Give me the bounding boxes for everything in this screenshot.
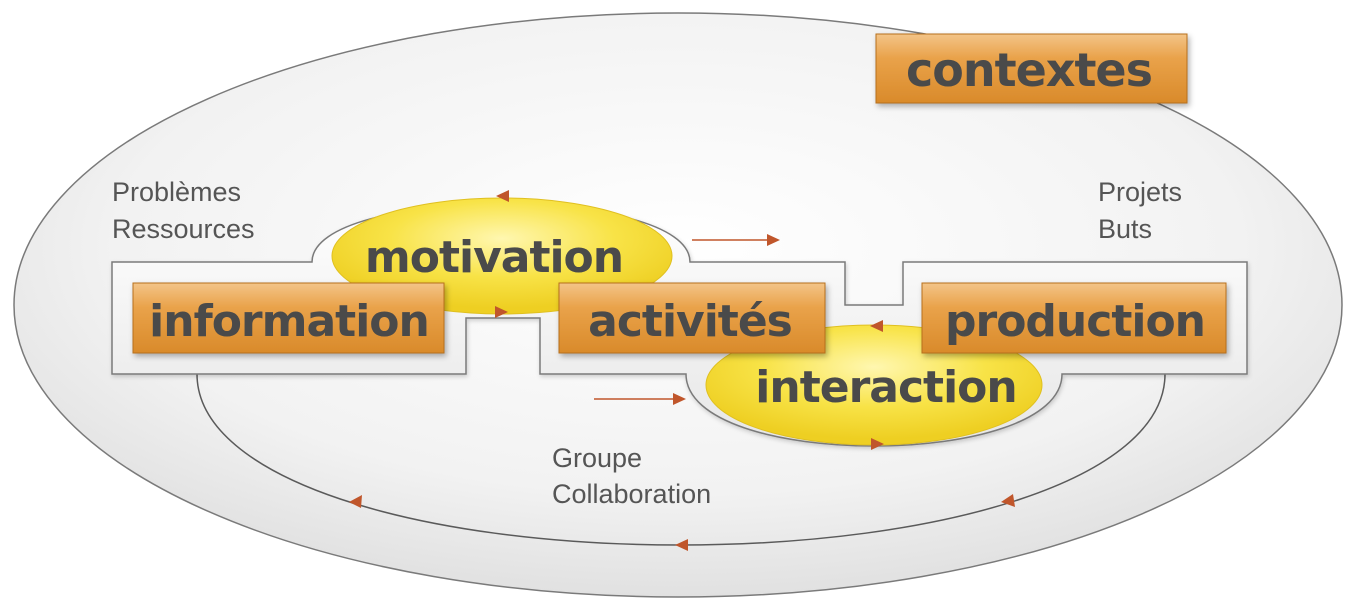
arrow-interaction-top — [870, 320, 883, 332]
arrow-interaction-bottom — [871, 438, 884, 450]
arrow-loop-bottom — [675, 539, 688, 551]
groupe-label: Groupe — [552, 443, 642, 473]
information-box — [132, 282, 445, 354]
arrow-loop-left — [349, 495, 362, 508]
production-label: production — [945, 296, 1205, 347]
production-box — [921, 282, 1227, 354]
activites-label: activités — [588, 296, 792, 347]
information-label: information — [149, 296, 429, 347]
arrow-loop-right — [1001, 494, 1015, 507]
interaction-label: interaction — [755, 362, 1016, 413]
arrow-motivation-out — [692, 234, 780, 246]
arrow-motivation-top — [496, 190, 509, 202]
buts-label: Buts — [1098, 214, 1152, 244]
arrow-motivation-activites — [495, 306, 508, 318]
ressources-label: Ressources — [112, 214, 255, 244]
contextes-box — [875, 33, 1188, 104]
contextes-label: contextes — [906, 43, 1152, 97]
arrow-interaction-in — [594, 393, 686, 405]
projets-label: Projets — [1098, 177, 1182, 207]
collaboration-label: Collaboration — [552, 479, 711, 509]
problemes-label: Problèmes — [112, 177, 241, 207]
flow-arrows — [349, 190, 1015, 551]
motivation-label: motivation — [365, 232, 623, 283]
activites-box — [558, 282, 826, 354]
